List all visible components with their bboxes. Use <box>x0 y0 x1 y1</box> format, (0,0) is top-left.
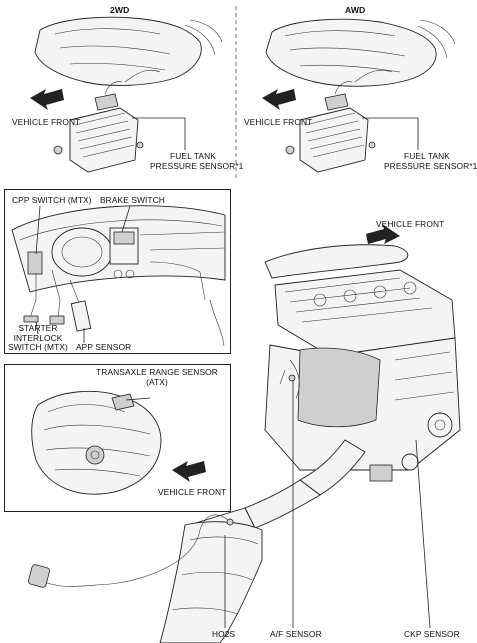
starter-label-line2: INTERLOCK <box>13 332 63 343</box>
cabin-panel <box>4 189 231 354</box>
transaxle-range-sensor-label: TRANSAXLE RANGE SENSOR (ATX) <box>92 367 222 387</box>
transaxle-panel <box>4 364 231 512</box>
ckp-sensor-label: CKP SENSOR <box>404 629 460 639</box>
fuel-tank-awd-illustration <box>265 18 456 173</box>
fuel-tank-2wd-illustration <box>34 16 223 173</box>
starter-label-line3: SWITCH (MTX) <box>8 342 68 352</box>
engine-vehicle-front-label: VEHICLE FRONT <box>376 219 445 229</box>
direction-arrow-icon <box>262 89 296 110</box>
transaxle-illustration <box>31 390 162 495</box>
fuel-2wd-sensor-label: FUEL TANK PRESSURE SENSOR*1 <box>150 151 244 171</box>
fuel-awd-sensor-label: FUEL TANK PRESSURE SENSOR*1 <box>384 151 477 171</box>
transaxle-range-sensor-line1: TRANSAXLE RANGE SENSOR <box>96 367 218 377</box>
fuel-2wd-title: 2WD <box>110 5 130 15</box>
cabin-illustration <box>11 205 226 347</box>
transaxle-vehicle-front-label: VEHICLE FRONT <box>158 487 227 497</box>
starter-interlock-switch-label: STARTER INTERLOCK SWITCH (MTX) <box>6 323 70 353</box>
direction-arrow-icon <box>30 89 64 110</box>
engine-illustration <box>27 244 461 643</box>
ho2s-label: HO2S <box>212 629 236 639</box>
cpp-switch-label: CPP SWITCH (MTX) <box>12 195 92 205</box>
direction-arrow-icon <box>366 224 400 244</box>
fuel-awd-title: AWD <box>345 5 366 15</box>
brake-switch-label: BRAKE SWITCH <box>100 195 165 205</box>
fuel-awd-vehicle-front-label: VEHICLE FRONT <box>244 117 313 127</box>
fuel-awd-sensor-label-line1: FUEL TANK <box>404 151 450 161</box>
fuel-awd-sensor-label-line2: PRESSURE SENSOR*1 <box>384 160 477 171</box>
fuel-2wd-sensor-label-line2: PRESSURE SENSOR*1 <box>150 160 244 171</box>
app-sensor-label: APP SENSOR <box>76 342 132 352</box>
af-sensor-label: A/F SENSOR <box>270 629 322 639</box>
fuel-2wd-sensor-label-line1: FUEL TANK <box>170 151 216 161</box>
transaxle-range-sensor-line2: (ATX) <box>146 376 168 387</box>
starter-label-line1: STARTER <box>18 323 58 333</box>
direction-arrow-icon <box>172 461 206 482</box>
fuel-2wd-vehicle-front-label: VEHICLE FRONT <box>12 117 81 127</box>
